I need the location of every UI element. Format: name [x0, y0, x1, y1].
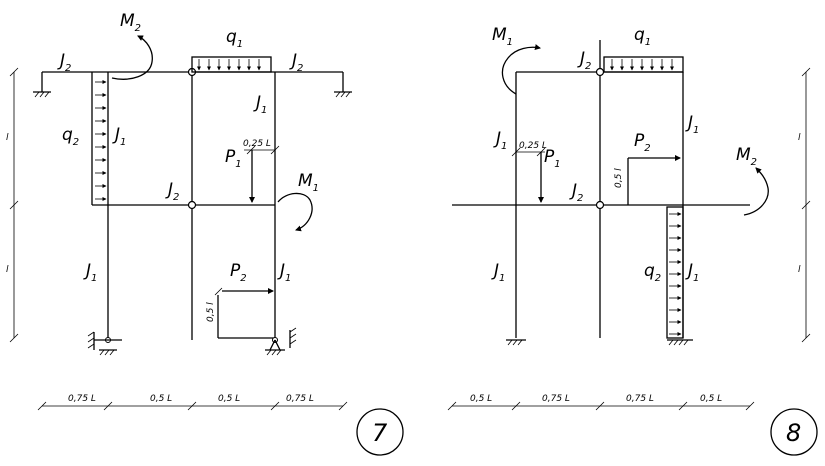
fig7-dim-4: 0,75 L: [286, 394, 314, 404]
fig7-label-q2: q2: [62, 125, 79, 148]
fig8-label-J2-middle: J2: [569, 181, 583, 204]
fig7-load-q2: [95, 80, 107, 201]
fig7-number: 7: [372, 419, 388, 447]
fig8-hinge-middle: [595, 200, 605, 210]
fig7-label-J2-middle: J2: [165, 180, 179, 203]
fig7-label-J1-left: J1: [112, 125, 126, 148]
fig8-label-J1-left: J1: [493, 129, 507, 152]
fig7-span-label-top: l: [6, 133, 9, 143]
fig7-dim-3: 0,5 L: [218, 394, 240, 404]
fig7-span-label-bottom: l: [6, 265, 9, 275]
fig7-support-right-bottom: [265, 327, 297, 356]
fig8-dim-2: 0,75 L: [542, 394, 570, 404]
fig7-label-J1-bottom-left: J1: [83, 261, 97, 284]
fig8-label-M2: M2: [736, 145, 757, 168]
fig8-moment-M1: [501, 44, 541, 95]
fig7-dim-p2-height: 0,5 l: [206, 302, 216, 322]
fig7-dim-p1-offset: 0,25 L: [243, 139, 271, 149]
fig8-frame-members: [452, 40, 750, 338]
fig8-dim-3: 0,75 L: [626, 394, 654, 404]
fig8-number: 8: [786, 419, 801, 447]
fig8-vertical-dimension: l l: [798, 67, 811, 343]
fig8-label-M1: M1: [492, 25, 513, 48]
fig7-moment-M1: [277, 192, 313, 232]
fig7-load-q1: [191, 56, 272, 73]
fig8-support-left-bottom: [506, 339, 526, 346]
fig8-span-label-bottom: l: [798, 265, 801, 275]
figure-7: l l: [6, 11, 404, 456]
fig7-label-J1-bottom-right: J1: [277, 261, 291, 284]
fig7-force-P2: [214, 287, 274, 296]
fig8-label-q1: q1: [634, 25, 651, 48]
figure-8: 0,25 L 0,5 l l l M1 J2 q1 J1 J1 P2 P1 M2…: [447, 25, 818, 456]
fig8-dim-p1-offset: 0,25 L: [519, 141, 547, 151]
fig7-support-left-bottom: [87, 331, 122, 356]
fig8-load-q2: [666, 206, 684, 339]
fig8-number-circle: [770, 408, 818, 456]
fig8-label-P1: P1: [544, 147, 561, 170]
fig7-support-left-top: [33, 72, 51, 98]
fig7-label-P2: P2: [230, 261, 247, 284]
fig8-dim-1: 0,5 L: [470, 394, 492, 404]
fig8-support-right-bottom: [667, 339, 693, 346]
fig7-support-right-top: [334, 72, 352, 98]
fig7-label-P1: P1: [225, 147, 242, 170]
fig8-hinge-top: [595, 67, 605, 77]
fig7-number-circle: [356, 408, 404, 456]
fig8-label-P2: P2: [634, 131, 651, 154]
fig8-label-q2: q2: [644, 261, 661, 284]
fig7-label-M2: M2: [120, 11, 141, 34]
fig8-label-J1-bottom-left: J1: [491, 261, 505, 284]
fig7-horizontal-dimension: [37, 401, 348, 411]
fig7-moment-M2: [111, 35, 153, 80]
fig8-span-label-top: l: [798, 133, 801, 143]
fig7-label-J2-right: J2: [289, 51, 303, 74]
fig8-label-J1-bottom-right: J1: [685, 261, 699, 284]
fig8-dim-4: 0,5 L: [700, 394, 722, 404]
fig7-hinge-middle: [187, 200, 197, 210]
fig7-label-M1: M1: [298, 171, 319, 194]
fig8-dim-p2-height: 0,5 l: [614, 168, 624, 188]
fig8-moment-M2: [743, 167, 769, 216]
fig7-label-J1-right-top: J1: [253, 93, 267, 116]
fig8-force-P1: [511, 147, 546, 203]
fig7-dim-1: 0,75 L: [68, 394, 96, 404]
fig8-label-J1-right-top: J1: [685, 113, 699, 136]
fig7-label-J2-left: J2: [57, 51, 71, 74]
fig8-load-q1: [603, 56, 684, 73]
fig7-dim-2: 0,5 L: [150, 394, 172, 404]
fig8-label-J2-top: J2: [577, 49, 591, 72]
fig7-label-q1: q1: [226, 27, 243, 50]
fig8-horizontal-dimension: [447, 401, 755, 411]
fig7-vertical-dimension: l l: [6, 67, 19, 343]
fig7-force-P1: [244, 145, 280, 203]
